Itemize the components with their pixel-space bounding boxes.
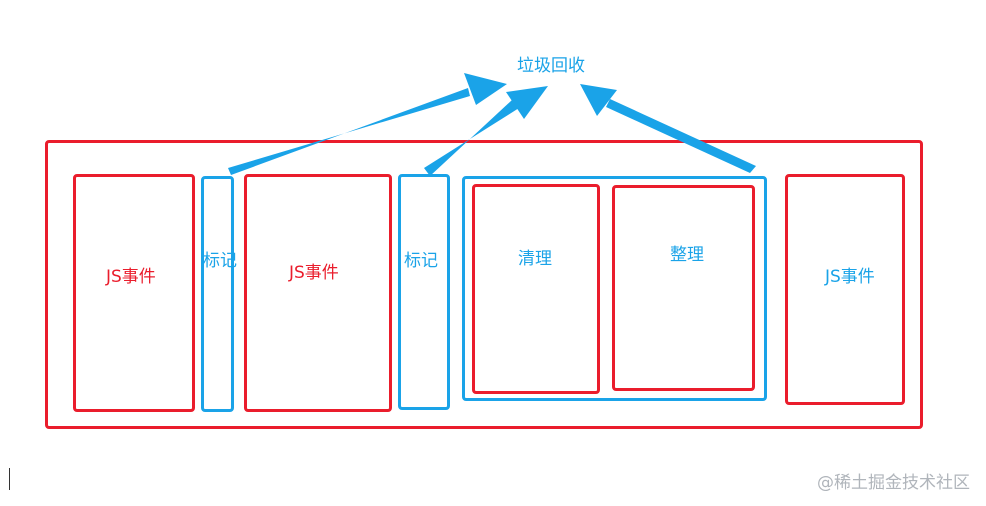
js-event-label-3: JS事件 (825, 267, 875, 287)
text-cursor (9, 468, 10, 490)
clean-label: 清理 (518, 249, 552, 269)
arrow-from-mark-2 (424, 86, 548, 176)
compact-block (612, 185, 755, 391)
arrow-from-gc-group (580, 84, 756, 173)
mark-block-2 (398, 174, 450, 410)
js-event-block-1 (73, 174, 195, 412)
diagram-title: 垃圾回收 (517, 56, 585, 76)
js-event-block-3 (785, 174, 905, 405)
gc-phase-group (462, 176, 767, 401)
mark-block-1 (201, 176, 234, 412)
watermark: @稀土掘金技术社区 (817, 473, 970, 493)
js-event-block-2 (244, 174, 392, 412)
js-event-label-2: JS事件 (289, 263, 339, 283)
timeline-container (45, 140, 923, 429)
compact-label: 整理 (670, 245, 704, 265)
mark-label-1: 标记 (203, 251, 237, 271)
mark-label-2: 标记 (404, 251, 438, 271)
js-event-label-1: JS事件 (106, 267, 156, 287)
clean-block (472, 184, 600, 394)
arrow-from-mark-1 (228, 73, 507, 175)
